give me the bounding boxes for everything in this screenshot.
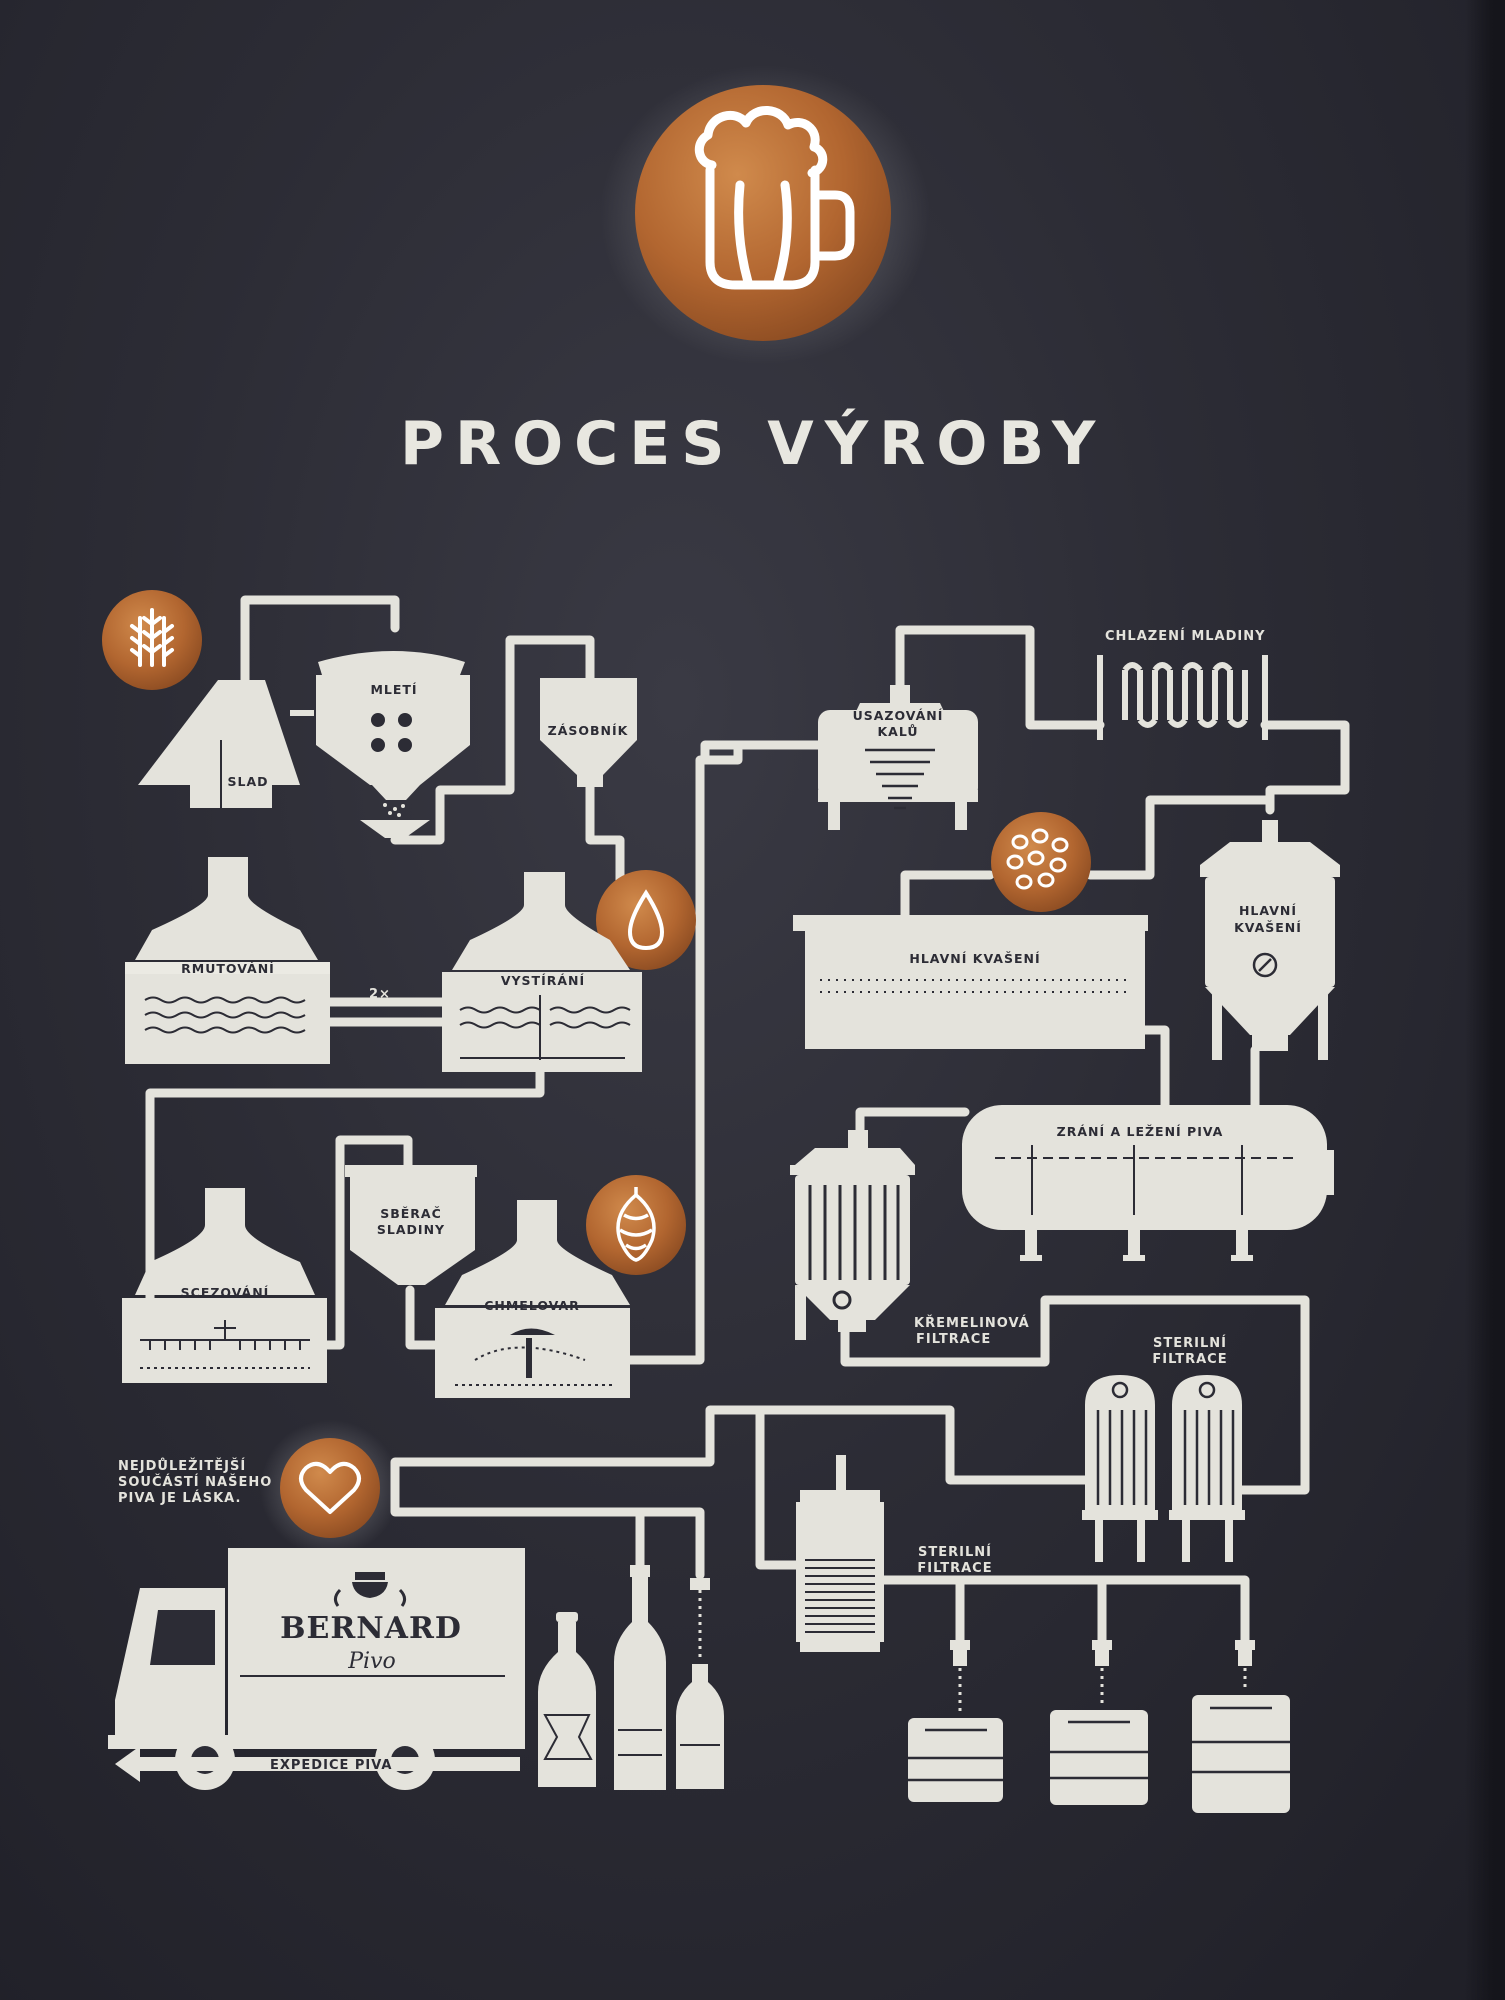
vystirani-label: VYSTÍRÁNÍ — [501, 973, 585, 988]
hlavni-kvaseni-tank — [793, 915, 1148, 1049]
sberac-hopper — [345, 1165, 477, 1285]
beer-mug-badge — [600, 65, 930, 365]
chlazeni-label: CHLAZENÍ MLADINY — [1105, 628, 1266, 644]
usazovani-vessel — [818, 685, 978, 830]
chmelovar-heater — [455, 1328, 615, 1386]
love-note-line-3: PIVA JE LÁSKA. — [118, 1490, 241, 1506]
bottles — [538, 1565, 724, 1790]
vystirani-vessel — [442, 872, 642, 1072]
water-badge — [596, 870, 696, 970]
love-note-line-1: NEJDŮLEŽITĚJŠÍ — [118, 1458, 246, 1474]
kegs — [908, 1640, 1290, 1813]
vystirani-waves — [459, 995, 631, 1060]
mleti-mill — [290, 651, 470, 838]
beer-mug-icon — [694, 106, 855, 290]
bernard-logo: BERNARD Pivo — [240, 1572, 505, 1677]
zrani-tank — [962, 1105, 1334, 1261]
slad-label: SLAD — [227, 774, 268, 789]
zrani-detail — [995, 1145, 1295, 1215]
chlazeni-cooler — [1097, 655, 1268, 740]
kremelinova-label-1: KŘEMELINOVÁ — [914, 1315, 1030, 1331]
sterilni-b-press — [796, 1455, 884, 1652]
swing-top-bottle — [538, 1612, 596, 1787]
sterilni-a-ribs — [1096, 1381, 1235, 1505]
hop-icon — [616, 1187, 656, 1262]
kremelinova-label-2: FILTRACE — [916, 1332, 991, 1347]
grain-badge — [102, 590, 202, 690]
mleti-label: MLETÍ — [370, 682, 417, 697]
rmutovani-waves — [144, 996, 306, 1034]
page-title: PROCES VÝROBY — [400, 407, 1106, 479]
brand-name: BERNARD — [280, 1611, 462, 1646]
usazovani-label-1: USAZOVÁNÍ — [853, 708, 944, 723]
keg-3 — [1192, 1640, 1290, 1813]
water-drop-icon — [627, 889, 665, 951]
bottle-labels — [543, 1714, 720, 1760]
keg-1 — [908, 1640, 1003, 1802]
usazovani-cone — [865, 748, 935, 810]
hop-badge — [586, 1175, 686, 1275]
zasobnik-label: ZÁSOBNÍK — [548, 723, 629, 738]
kremelinova-ribs — [808, 1185, 900, 1310]
pipes — [145, 595, 1350, 1645]
hlavni-kvaseni-label-1: HLAVNÍ — [1239, 903, 1297, 918]
love-note-line-2: SOUČÁSTÍ NAŠEHO — [118, 1474, 272, 1490]
hlavni-kvaseni-tank-label: HLAVNÍ KVAŠENÍ — [909, 951, 1040, 966]
hlavni-kvaseni-label-2: KVAŠENÍ — [1234, 920, 1302, 935]
pressure-gauge-icon — [1252, 952, 1278, 978]
heart-icon — [299, 1461, 361, 1514]
bernard-truck — [108, 1548, 525, 1790]
zasobnik-hopper — [540, 678, 637, 787]
repeat-label: 2× — [369, 987, 391, 1002]
keg-2 — [1050, 1640, 1148, 1805]
zrani-label: ZRÁNÍ A LEŽENÍ PIVA — [1057, 1124, 1224, 1139]
sterilni-b-label-2: FILTRACE — [917, 1561, 992, 1576]
keg-fill-dots — [958, 1668, 1247, 1712]
sberac-label-1: SBĚRAČ — [380, 1206, 442, 1221]
scezovani-rake — [140, 1320, 310, 1369]
rmutovani-label: RMUTOVÁNÍ — [181, 961, 275, 976]
chmelovar-label: CHMELOVAR — [484, 1298, 580, 1313]
hlavni-kvaseni-cylinder — [1200, 820, 1340, 1060]
yeast-badge — [991, 812, 1091, 912]
sterilni-a-label-1: STERILNÍ — [1153, 1335, 1227, 1351]
grain-icon — [130, 608, 174, 667]
keg-rings — [908, 1706, 1290, 1782]
sterilni-b-label-1: STERILNÍ — [918, 1544, 992, 1560]
brand-sub: Pivo — [347, 1649, 396, 1674]
usazovani-label-2: KALŮ — [877, 724, 918, 739]
bottle-3 — [676, 1578, 724, 1789]
sterilni-a-filters — [1082, 1375, 1245, 1562]
expedice-label: EXPEDICE PIVA — [270, 1758, 393, 1773]
chmelovar-vessel — [435, 1200, 630, 1398]
sberac-label-2: SLADINY — [377, 1222, 445, 1237]
slad-pile — [138, 680, 300, 808]
yeast-icon — [1006, 828, 1069, 890]
press-plates — [805, 1559, 875, 1633]
expedice-arrow — [115, 1746, 520, 1782]
scezovani-label: SCEZOVÁNÍ — [181, 1285, 270, 1300]
sterilni-a-label-2: FILTRACE — [1152, 1352, 1227, 1367]
bottle-2 — [614, 1565, 666, 1790]
heart-badge — [260, 1420, 400, 1556]
